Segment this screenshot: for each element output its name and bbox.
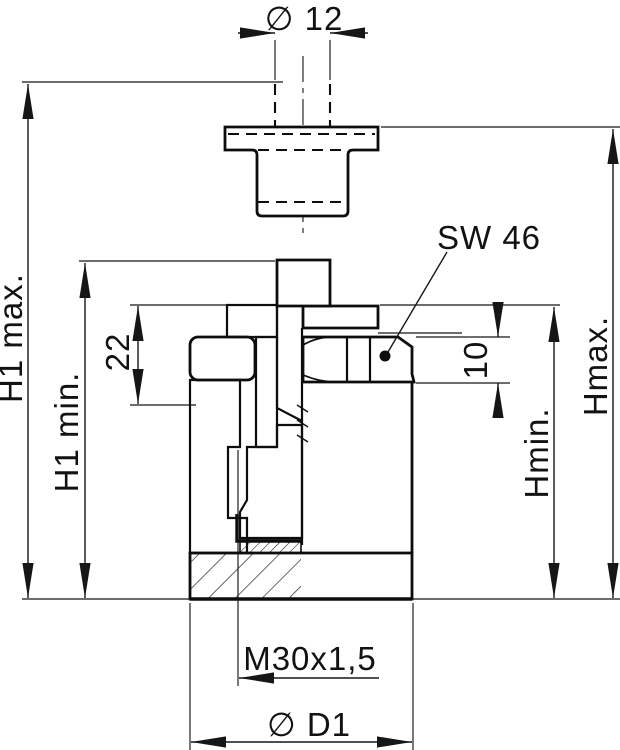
label-sw46: SW 46: [437, 219, 541, 256]
label-hmax: Hmax.: [577, 316, 614, 416]
collar-ring-section: [188, 335, 257, 382]
section-view: [188, 258, 462, 601]
label-h1-min: H1 min.: [48, 372, 85, 493]
label-10: 10: [457, 341, 494, 380]
label-dia12: ∅ 12: [265, 0, 344, 37]
clamp-leg-section: [254, 335, 279, 449]
top-view-phantom: [223, 56, 380, 233]
spindle-shank: [275, 306, 303, 422]
channel-outline: [235, 514, 302, 543]
wedge-section: [238, 423, 304, 540]
hex-nut: [301, 335, 416, 384]
dimension-annotations: [22, 27, 620, 750]
base-flange-hatch: [191, 554, 301, 598]
label-h1-max: H1 max.: [0, 273, 29, 403]
label-d1: ∅ D1: [267, 706, 351, 743]
top-plate: [301, 304, 380, 330]
label-m30: M30x1,5: [243, 640, 377, 677]
label-22: 22: [99, 333, 136, 372]
spindle-head: [275, 258, 332, 308]
label-hmin: Hmin.: [518, 407, 555, 498]
sw46-leader-dot: [379, 350, 391, 362]
sw46-leader-line: [387, 251, 448, 353]
clamp-piece-section: [225, 303, 279, 339]
